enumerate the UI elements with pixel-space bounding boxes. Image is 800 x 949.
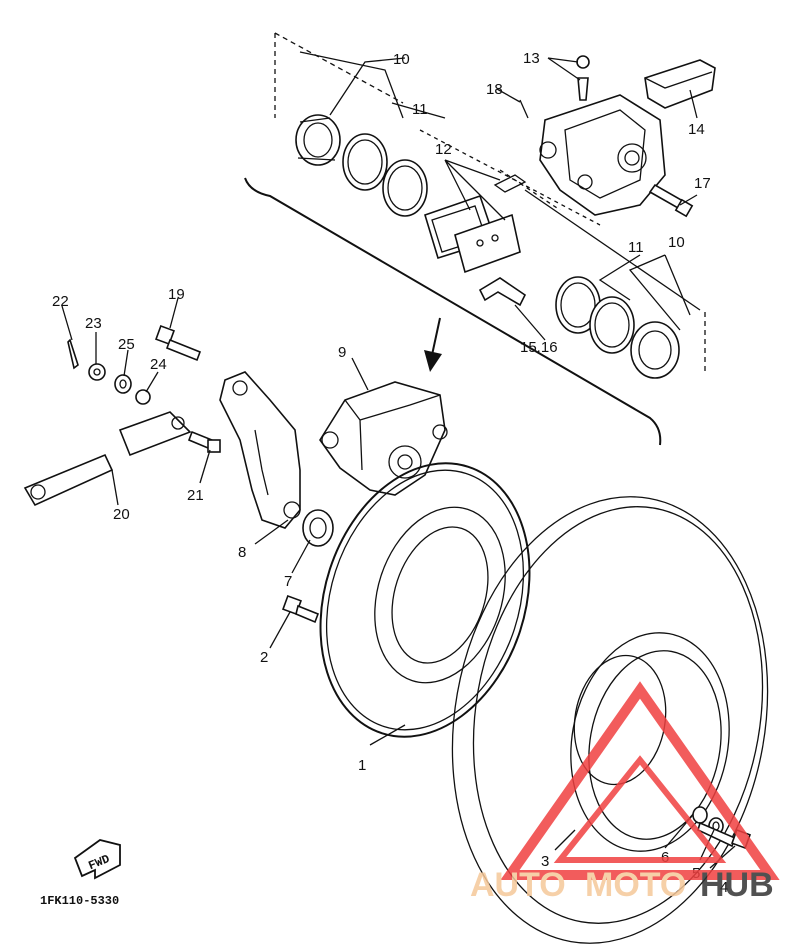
callout-3: 3 xyxy=(541,853,549,870)
wheel xyxy=(451,496,769,944)
pin-18 xyxy=(519,99,529,119)
bolt-21 xyxy=(187,430,221,453)
callout-19: 19 xyxy=(168,286,185,303)
callout-22: 22 xyxy=(52,293,69,310)
callout-labels: 1 2 3 4 5 6 7 8 9 10 10 11 11 12 13 14 1… xyxy=(52,50,728,896)
seal-11-upper-b xyxy=(382,159,428,217)
callout-18: 18 xyxy=(486,81,503,98)
spacer-7 xyxy=(302,509,334,547)
callout-23: 23 xyxy=(85,315,102,332)
brake-disc-1 xyxy=(319,462,531,738)
callout-24: 24 xyxy=(150,356,167,373)
callout-9: 9 xyxy=(338,344,346,361)
pad-spring-15-16 xyxy=(478,277,527,307)
callout-25: 25 xyxy=(118,336,135,353)
piston-10-lower xyxy=(630,321,680,379)
washer-25 xyxy=(114,374,132,394)
cotter-pin-22 xyxy=(67,338,79,370)
callout-1: 1 xyxy=(358,757,366,774)
washer-24 xyxy=(135,389,151,405)
part-code: 1FK110-5330 xyxy=(40,894,119,908)
callout-20: 20 xyxy=(113,506,130,523)
torque-rod-20 xyxy=(23,411,192,507)
bleed-screw-13 xyxy=(576,55,590,101)
caliper-exploded-frame xyxy=(244,32,706,446)
callout-17: 17 xyxy=(694,175,711,192)
callout-10-upper: 10 xyxy=(393,51,410,68)
callout-12: 12 xyxy=(435,141,452,158)
bolt-2 xyxy=(282,595,320,624)
callout-7: 7 xyxy=(284,573,292,590)
caliper-bracket-8 xyxy=(219,371,301,529)
pad-clip xyxy=(493,174,527,193)
caliper-half-upper xyxy=(539,94,666,216)
callout-10-lower: 10 xyxy=(668,234,685,251)
washer-6 xyxy=(692,806,708,824)
watermark-moto: MOTO xyxy=(585,866,686,904)
bolt-17 xyxy=(648,183,694,218)
seal-11-upper-a xyxy=(342,133,388,191)
callout-8: 8 xyxy=(238,544,246,561)
callout-11-upper: 11 xyxy=(412,101,428,118)
nut-23 xyxy=(88,363,106,381)
bolt-19 xyxy=(155,325,202,362)
pad-cover-14 xyxy=(644,59,716,109)
piston-10-upper xyxy=(295,114,341,166)
callout-13: 13 xyxy=(523,50,540,67)
callout-14: 14 xyxy=(688,121,705,138)
fwd-direction-arrow: FWD xyxy=(73,839,121,880)
callout-2: 2 xyxy=(260,649,268,666)
assembly-arrow xyxy=(424,317,442,372)
brake-pad-12-b xyxy=(454,213,521,274)
callout-15-16: 15.16 xyxy=(520,339,558,356)
watermark-auto: AUTO xyxy=(470,866,566,904)
callout-4: 4 xyxy=(720,879,728,896)
seal-11-lower-b xyxy=(589,296,635,354)
watermark-logo: AUTO MOTO HUB xyxy=(470,681,780,904)
leader-lines xyxy=(61,57,736,869)
callout-11-lower: 11 xyxy=(628,239,644,256)
callout-21: 21 xyxy=(187,487,204,504)
caliper-assembly-9 xyxy=(319,381,448,496)
watermark-hub: HUB xyxy=(700,866,774,904)
